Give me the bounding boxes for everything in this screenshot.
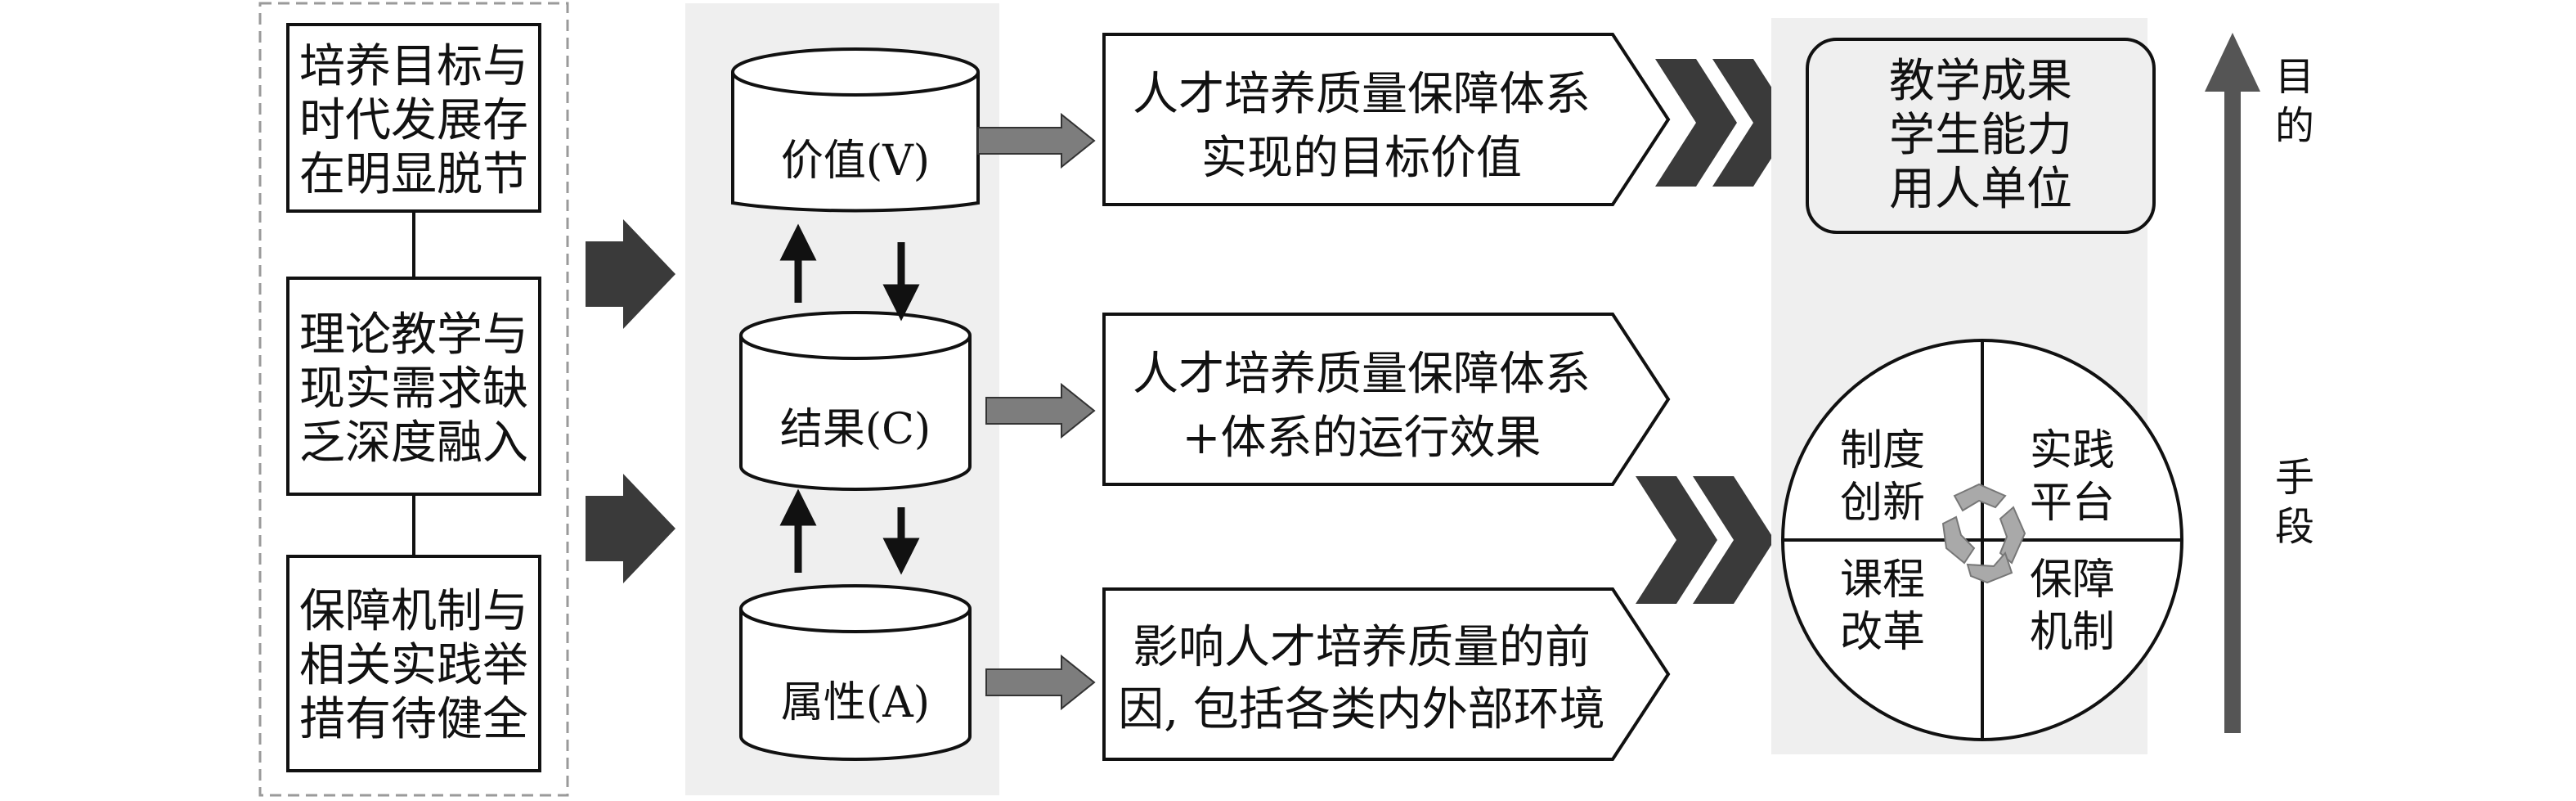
block-arrow-upper <box>586 219 675 329</box>
description-result: 人才培养质量保障体系 +体系的运行效果 <box>1102 313 1671 486</box>
cylinder-result: 结果(C) <box>739 311 972 491</box>
description-value-line-2: 实现的目标价值 <box>1201 132 1522 185</box>
problem-2-line-1: 理论教学与 <box>299 308 528 362</box>
axis-label-means-2: 段 <box>2275 504 2314 550</box>
purpose-means-axis: 目 的 手 段 <box>2205 33 2314 733</box>
goals-line-3: 用人单位 <box>1889 163 2072 216</box>
model-panel: 价值(V) 结果(C) 属性(A) <box>685 3 999 795</box>
chevrons-lower <box>1636 476 1775 604</box>
problem-box-1: 培养目标与 时代发展存 在明显脱节 <box>286 23 541 213</box>
description-result-line-2: +体系的运行效果 <box>1183 412 1542 465</box>
problem-3-line-2: 相关实践举 <box>299 639 528 692</box>
block-arrow-lower <box>586 474 675 583</box>
quadrant-institution-line-2: 创新 <box>1840 479 1925 528</box>
problems-group: 培养目标与 时代发展存 在明显脱节 理论教学与 现实需求缺 乏深度融入 保障机制… <box>258 2 569 797</box>
axis-label-purpose-1: 目 <box>2275 54 2314 100</box>
description-attribute-line-1: 影响人才培养质量的前 <box>1133 621 1591 674</box>
gray-arrow-value <box>977 112 1096 169</box>
problem-1-line-2: 时代发展存 <box>299 94 528 147</box>
recycle-icon <box>1941 483 2026 584</box>
quadrant-institution-line-1: 制度 <box>1840 426 1925 475</box>
quadrant-curriculum-line-2: 改革 <box>1840 608 1925 657</box>
goals-box: 教学成果 学生能力 用人单位 <box>1806 38 2156 234</box>
problem-1-line-1: 培养目标与 <box>299 40 528 93</box>
description-value-line-1: 人才培养质量保障体系 <box>1133 68 1591 121</box>
cylinder-value-label: 价值(V) <box>781 137 930 186</box>
problem-3-line-3: 措有待健全 <box>299 693 528 746</box>
quadrant-practice-line-1: 实践 <box>2030 426 2115 475</box>
problem-box-3: 保障机制与 相关实践举 措有待健全 <box>286 555 541 772</box>
goals-line-2: 学生能力 <box>1889 109 2072 162</box>
gray-arrow-result <box>985 382 1096 439</box>
description-attribute: 影响人才培养质量的前 因, 包括各类内外部环境 <box>1102 587 1671 761</box>
problem-box-2: 理论教学与 现实需求缺 乏深度融入 <box>286 277 541 496</box>
means-circle: 制度 创新 实践 平台 课程 改革 保障 机制 <box>1781 339 2183 741</box>
quadrant-guarantee-line-1: 保障 <box>2030 556 2115 605</box>
axis-arrowhead <box>2205 33 2260 92</box>
axis-label-purpose-2: 的 <box>2275 103 2314 149</box>
quadrant-guarantee-line-2: 机制 <box>2030 608 2115 657</box>
cylinder-result-label: 结果(C) <box>780 405 931 454</box>
description-value: 人才培养质量保障体系 实现的目标价值 <box>1102 33 1671 206</box>
problems-dashed-frame <box>258 2 569 797</box>
cylinder-attribute-label: 属性(A) <box>781 678 930 727</box>
cylinder-value: 价值(V) <box>731 47 980 213</box>
problem-2-line-2: 现实需求缺 <box>299 362 528 416</box>
goals-line-1: 教学成果 <box>1889 55 2072 108</box>
outcome-panel: 教学成果 学生能力 用人单位 制度 创新 实践 平台 课程 改革 保障 机制 <box>1771 18 2183 754</box>
cylinder-attribute: 属性(A) <box>739 584 972 761</box>
description-attribute-line-2: 因, 包括各类内外部环境 <box>1118 683 1605 736</box>
problem-1-line-3: 在明显脱节 <box>299 148 528 201</box>
quadrant-practice-line-2: 平台 <box>2030 479 2115 528</box>
quadrant-curriculum-line-1: 课程 <box>1840 556 1925 605</box>
problem-3-line-1: 保障机制与 <box>299 585 528 638</box>
axis-label-means-1: 手 <box>2275 455 2314 501</box>
problem-2-line-3: 乏深度融入 <box>299 416 528 470</box>
description-result-line-1: 人才培养质量保障体系 <box>1133 348 1591 401</box>
gray-arrow-attribute <box>985 654 1096 711</box>
